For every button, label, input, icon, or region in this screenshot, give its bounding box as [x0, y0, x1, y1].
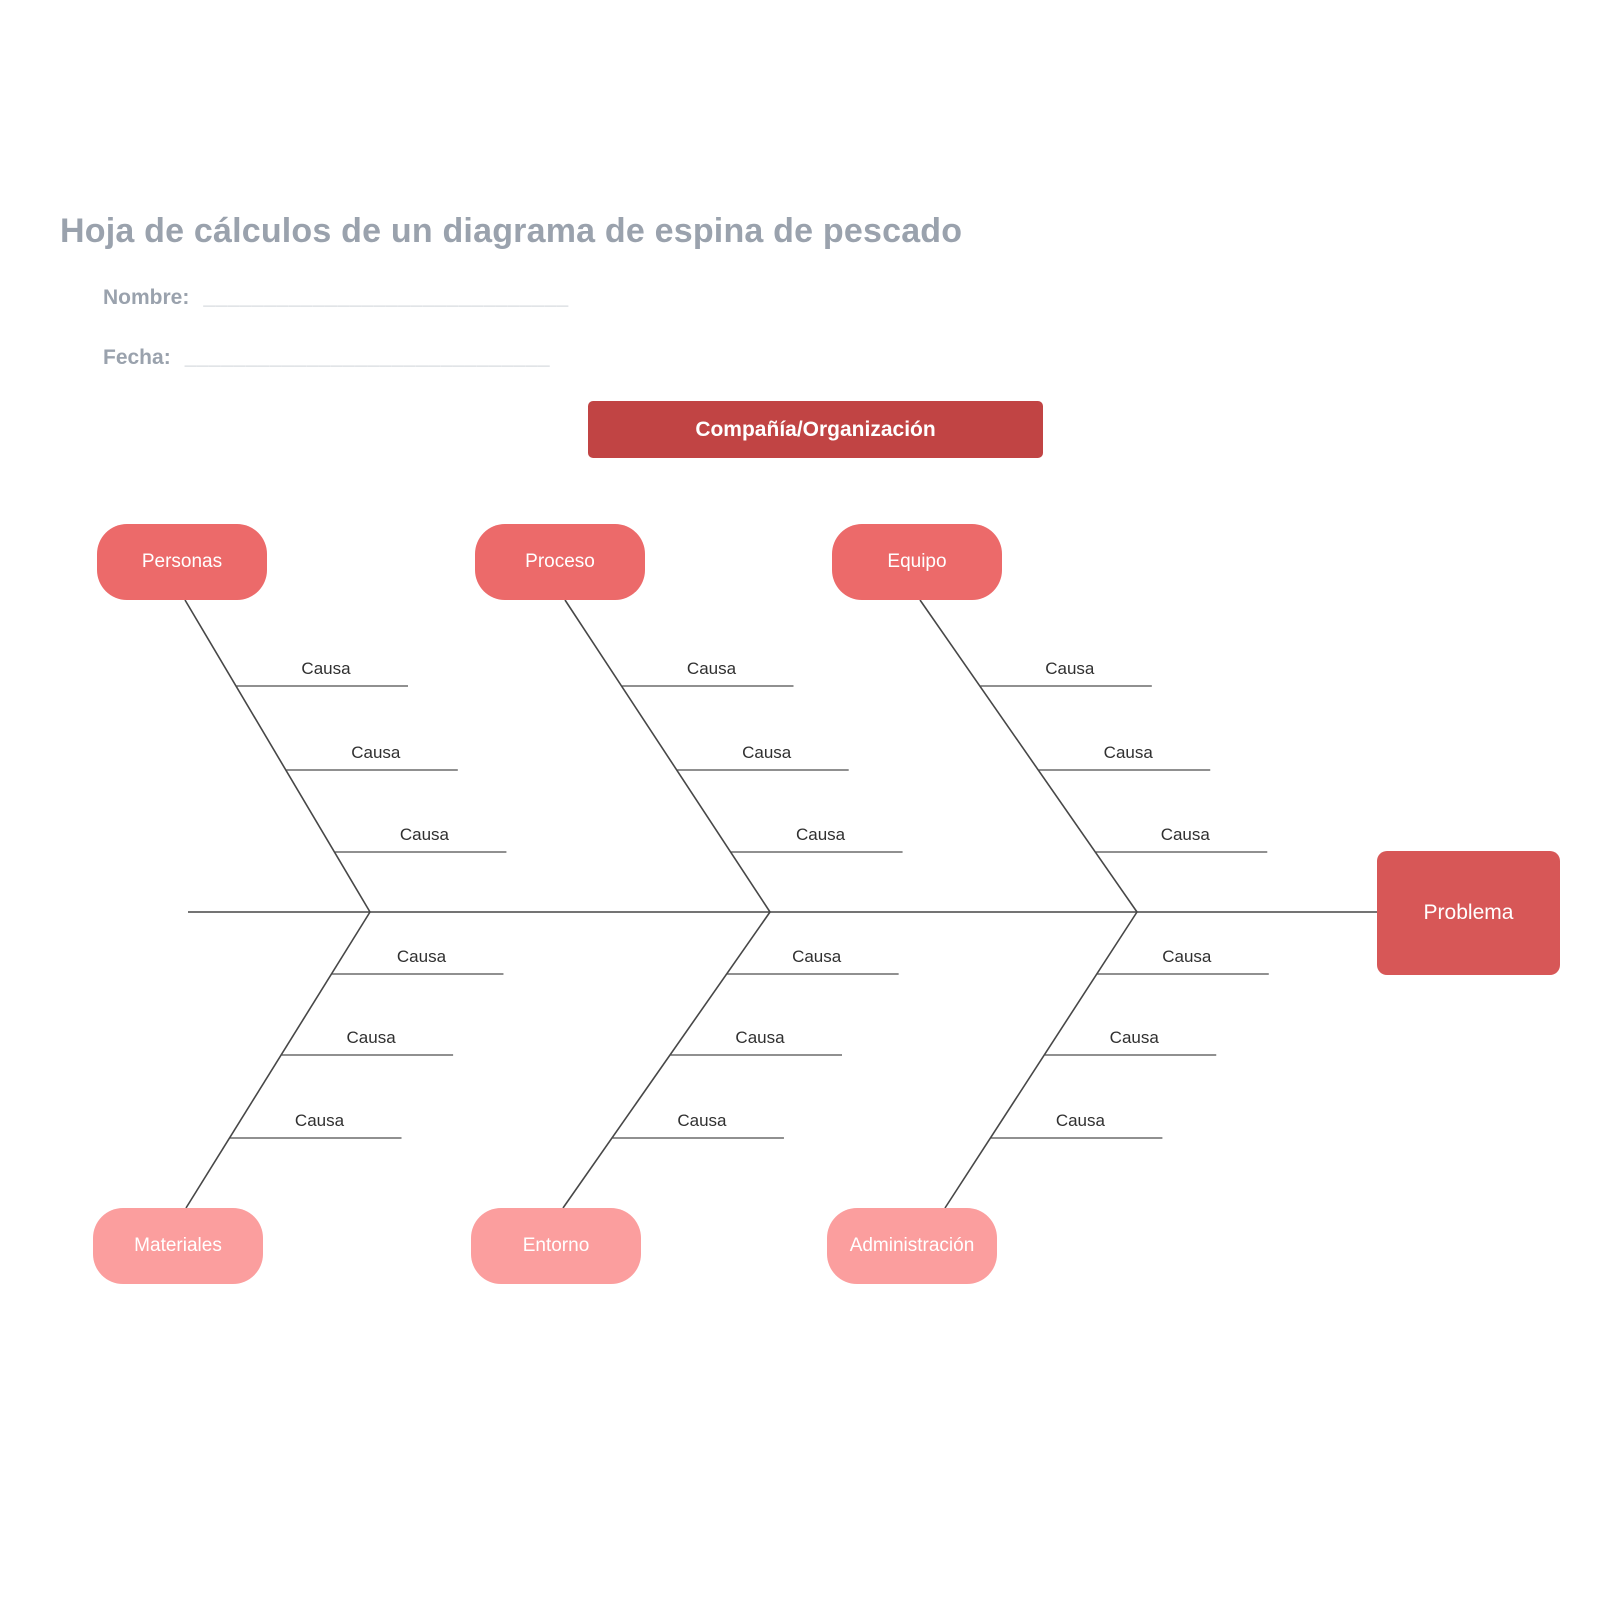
- branch-bone-proceso: [564, 599, 771, 913]
- cause-label-materiales-1: Causa: [396, 947, 447, 966]
- category-pill-entorno[interactable]: Entorno: [471, 1208, 641, 1284]
- cause-label-entorno-2: Causa: [735, 1028, 785, 1047]
- cause-label-proceso-1: Causa: [686, 659, 737, 678]
- date-blank-line[interactable]: ______________________________: [184, 346, 551, 369]
- page-title: Hoja de cálculos de un diagrama de espin…: [60, 212, 963, 250]
- cause-label-personas-3: Causa: [399, 825, 449, 844]
- cause-label-equipo-1: Causa: [1045, 659, 1095, 678]
- category-pill-proceso[interactable]: Proceso: [475, 524, 645, 600]
- branch-bone-materiales: [185, 911, 371, 1209]
- cause-label-personas-2: Causa: [351, 743, 401, 762]
- cause-label-administracion-2: Causa: [1109, 1028, 1159, 1047]
- category-pill-equipo[interactable]: Equipo: [832, 524, 1002, 600]
- branch-bone-equipo: [919, 599, 1138, 913]
- cause-label-entorno-1: Causa: [792, 947, 842, 966]
- category-pill-personas[interactable]: Personas: [97, 524, 267, 600]
- company-node[interactable]: Compañía/Organización: [588, 401, 1043, 458]
- cause-label-materiales-3: Causa: [294, 1111, 345, 1130]
- date-label: Fecha:: [103, 346, 171, 369]
- cause-label-administracion-3: Causa: [1055, 1111, 1105, 1130]
- name-label: Nombre:: [103, 286, 190, 309]
- branch-bone-entorno: [562, 911, 771, 1209]
- branch-bone-administracion: [944, 911, 1138, 1209]
- name-field-row: Nombre: ______________________________: [103, 286, 569, 310]
- cause-label-proceso-3: Causa: [795, 825, 846, 844]
- cause-label-proceso-2: Causa: [742, 743, 792, 762]
- date-field-row: Fecha: ______________________________: [103, 346, 550, 370]
- cause-label-equipo-3: Causa: [1160, 825, 1210, 844]
- category-pill-administracion[interactable]: Administración: [827, 1208, 997, 1284]
- cause-label-administracion-1: Causa: [1162, 947, 1212, 966]
- problem-node[interactable]: Problema: [1377, 851, 1560, 975]
- cause-label-personas-1: Causa: [301, 659, 351, 678]
- branch-bone-personas: [184, 599, 371, 913]
- category-pill-materiales[interactable]: Materiales: [93, 1208, 263, 1284]
- name-blank-line[interactable]: ______________________________: [203, 286, 569, 309]
- cause-label-entorno-3: Causa: [677, 1111, 727, 1130]
- cause-label-equipo-2: Causa: [1103, 743, 1153, 762]
- cause-label-materiales-2: Causa: [346, 1028, 396, 1047]
